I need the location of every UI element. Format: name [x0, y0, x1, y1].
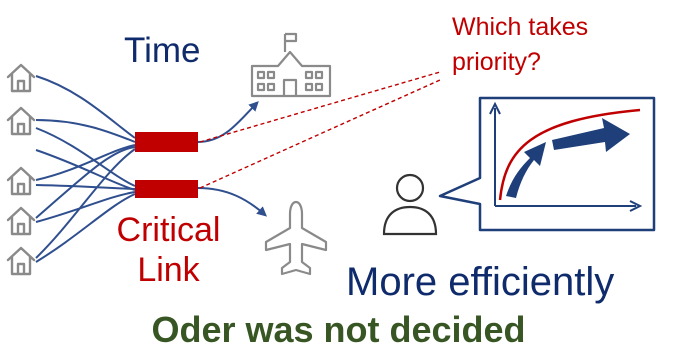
dashed-line — [199, 79, 441, 189]
school-building-icon — [250, 32, 332, 98]
time-label: Time — [124, 31, 201, 70]
house-icon — [6, 206, 36, 236]
critical-link-label: Critical Link — [106, 210, 231, 290]
route-line — [35, 193, 136, 263]
route-arrow-to-school — [197, 101, 259, 143]
route-line — [35, 119, 136, 143]
efficiency-chart-icon — [438, 96, 656, 232]
route-line — [35, 75, 136, 139]
route-arrow-to-airport — [197, 187, 268, 217]
route-line — [35, 191, 136, 223]
priority-question: Which takes priority? — [452, 10, 588, 80]
critical-link-label-line1: Critical — [116, 211, 221, 249]
conclusion-label: Oder was not decided — [151, 309, 526, 350]
priority-question-line2: priority? — [452, 48, 541, 76]
route-line — [35, 148, 136, 259]
critical-link-label-line2: Link — [137, 251, 200, 289]
house-icon — [6, 63, 36, 93]
route-line — [35, 144, 136, 181]
house-icons — [6, 63, 36, 276]
priority-dashed-lines — [199, 71, 441, 189]
house-icon — [6, 166, 36, 196]
efficiency-label: More efficiently — [346, 260, 615, 304]
critical-link-upper — [135, 132, 198, 152]
route-line — [35, 146, 136, 219]
airplane-icon — [264, 200, 328, 276]
route-line — [35, 149, 136, 191]
route-lines — [35, 75, 268, 263]
priority-question-line1: Which takes — [452, 13, 589, 41]
house-icon — [6, 106, 36, 136]
route-line — [35, 127, 136, 187]
house-icon — [6, 246, 36, 276]
person-icon — [382, 173, 438, 236]
dashed-line — [199, 71, 441, 143]
route-line — [35, 184, 136, 190]
critical-link-lower — [135, 180, 198, 198]
